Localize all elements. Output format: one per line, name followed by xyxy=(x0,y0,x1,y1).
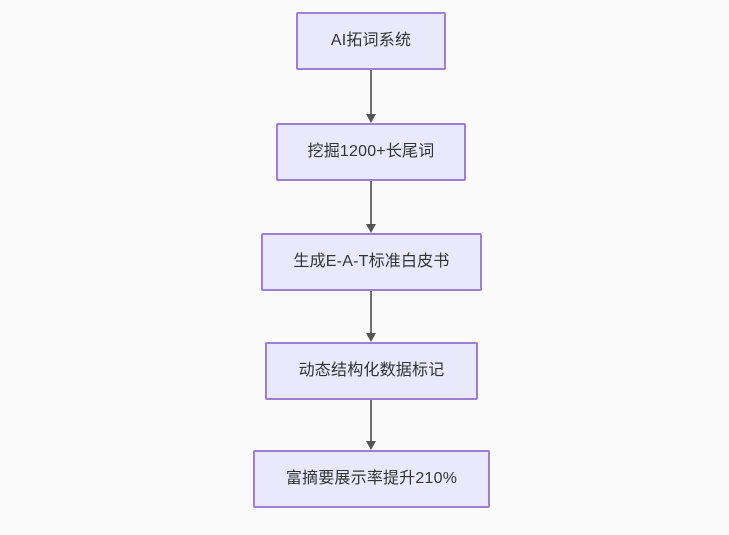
arrow-head-icon xyxy=(366,333,376,342)
arrow-shaft xyxy=(370,291,372,334)
flow-node-label: 挖掘1200+长尾词 xyxy=(307,143,435,161)
arrow-head-icon xyxy=(366,114,376,123)
flow-node-label: AI拓词系统 xyxy=(330,32,412,50)
arrow-head-icon xyxy=(366,224,376,233)
flow-node-label: 富摘要展示率提升210% xyxy=(285,470,458,488)
flow-node[interactable]: AI拓词系统 xyxy=(296,12,446,70)
arrow-head-icon xyxy=(366,441,376,450)
arrow-shaft xyxy=(370,400,372,442)
flow-node[interactable]: 动态结构化数据标记 xyxy=(265,342,478,400)
arrow-shaft xyxy=(370,70,372,115)
flow-node-label: 生成E-A-T标准白皮书 xyxy=(293,253,450,271)
flow-node[interactable]: 挖掘1200+长尾词 xyxy=(276,123,466,181)
flow-node[interactable]: 生成E-A-T标准白皮书 xyxy=(261,233,482,291)
arrow-shaft xyxy=(370,181,372,225)
flow-node-label: 动态结构化数据标记 xyxy=(298,362,445,380)
flow-node[interactable]: 富摘要展示率提升210% xyxy=(253,450,490,508)
